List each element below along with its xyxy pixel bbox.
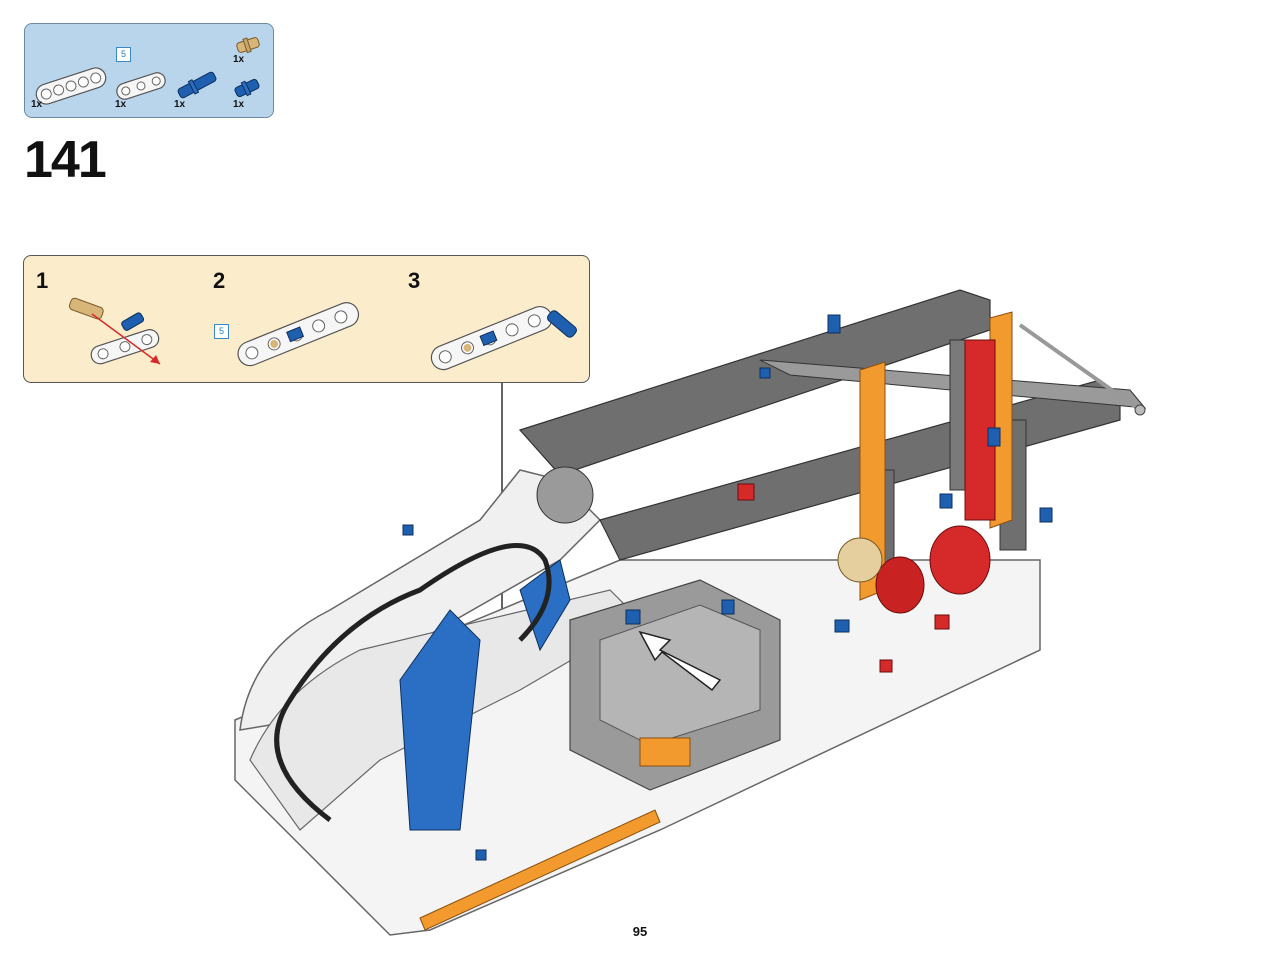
- substep-3-illustration: [430, 305, 577, 371]
- substep-number-2: 2: [213, 268, 226, 293]
- page-number: 95: [632, 924, 648, 939]
- white-liftarm-5-icon: [35, 67, 107, 105]
- tan-pin-icon: [236, 37, 260, 54]
- substep-number-3: 3: [408, 268, 421, 293]
- white-thin-liftarm-icon: [116, 72, 166, 100]
- substep-number-1: 1: [36, 268, 49, 293]
- qty-label: 1x: [233, 54, 245, 65]
- substep-2-illustration: [237, 302, 360, 367]
- blue-pin-icon: [234, 78, 260, 98]
- qty-label: 1x: [233, 99, 245, 110]
- parts-list-box: 5 1x 1x 1x 1x 1x: [24, 23, 274, 118]
- qty-label: 1x: [115, 99, 127, 110]
- substep-callout-box: 1 2 3 5: [23, 255, 590, 383]
- step-number: 141: [24, 131, 107, 189]
- length-badge: 5: [116, 47, 131, 62]
- substep-1-illustration: [68, 297, 161, 365]
- qty-label: 1x: [31, 99, 43, 110]
- qty-label: 1x: [174, 99, 186, 110]
- length-badge: 5: [214, 324, 229, 339]
- blue-axle-pin-icon: [177, 71, 217, 99]
